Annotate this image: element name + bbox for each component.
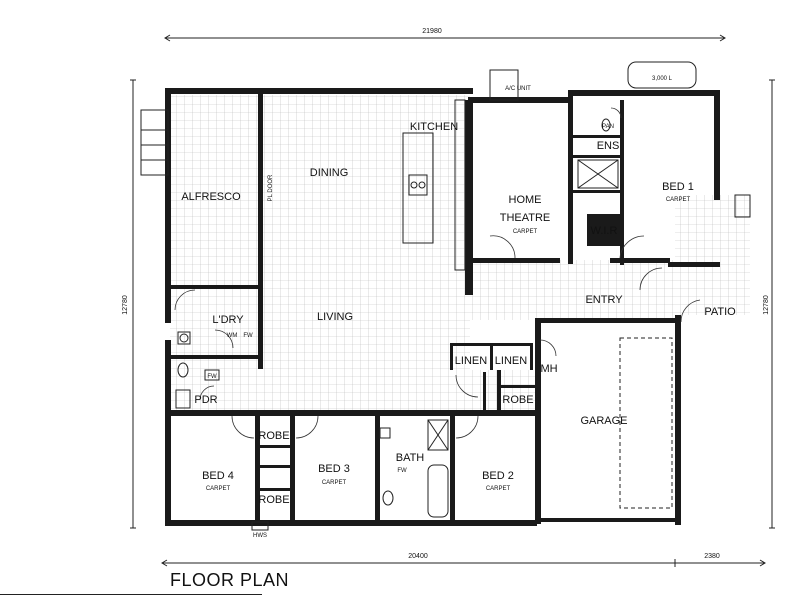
hws-label: HWS: [253, 533, 267, 539]
bed1-finish: CARPET: [666, 197, 691, 203]
dim-top: 21980: [422, 28, 442, 35]
room-linen-a: LINEN: [455, 355, 487, 367]
dimension-lines: [130, 34, 775, 567]
fixtures: [140, 61, 751, 531]
tiled-floor: [170, 95, 750, 413]
dim-bottom-right: 2380: [704, 553, 720, 560]
room-mh: MH: [540, 363, 557, 375]
bed4-finish: CARPET: [206, 486, 231, 492]
room-wir: W.I.R: [591, 225, 618, 237]
room-kitchen: KITCHEN: [410, 121, 458, 133]
room-robe-bed4-top: ROBE: [258, 430, 289, 442]
room-dining: DINING: [310, 167, 349, 179]
interior-walls: [170, 94, 675, 520]
room-living: LIVING: [317, 311, 353, 323]
title-underline: [0, 594, 262, 595]
pl-door-label: PL DOOR: [268, 174, 274, 201]
fw-label-laundry: FW: [243, 333, 253, 339]
ac-unit-label: A/C UNIT: [505, 86, 531, 92]
room-robe-bed2: ROBE: [502, 394, 533, 406]
door-swings: [174, 107, 701, 439]
fw-label-bath: FW: [397, 468, 407, 474]
bed2-finish: CARPET: [486, 486, 511, 492]
room-pdr: PDR: [194, 394, 217, 406]
home-theatre-finish: CARPET: [513, 229, 538, 235]
room-bed4: BED 4: [202, 470, 234, 482]
dim-bottom-main: 20400: [408, 553, 428, 560]
room-alfresco: ALFRESCO: [181, 191, 241, 203]
room-linen-b: LINEN: [495, 355, 527, 367]
room-garage: GARAGE: [580, 415, 627, 427]
pantry-label: PAN: [602, 124, 614, 130]
room-bed2: BED 2: [482, 470, 514, 482]
room-bed3: BED 3: [318, 463, 350, 475]
tank-label: 3,000 L: [652, 76, 673, 82]
room-home-theatre-line2: THEATRE: [500, 212, 551, 224]
exterior-walls: [165, 88, 720, 526]
bed3-finish: CARPET: [322, 480, 347, 486]
dim-right: 12780: [763, 295, 770, 315]
room-ens: ENS: [597, 140, 620, 152]
room-bath: BATH: [396, 452, 425, 464]
wm-label: WM: [227, 333, 238, 339]
room-laundry: L'DRY: [212, 314, 244, 326]
dim-left: 12780: [122, 295, 129, 315]
fw-label-pdr: FW: [207, 374, 217, 380]
room-robe-bed4-bottom: ROBE: [258, 494, 289, 506]
room-bed1: BED 1: [662, 181, 694, 193]
room-home-theatre-line1: HOME: [509, 194, 542, 206]
floor-plan-title: FLOOR PLAN: [170, 570, 290, 590]
room-entry: ENTRY: [585, 294, 623, 306]
room-patio: PATIO: [704, 306, 736, 318]
